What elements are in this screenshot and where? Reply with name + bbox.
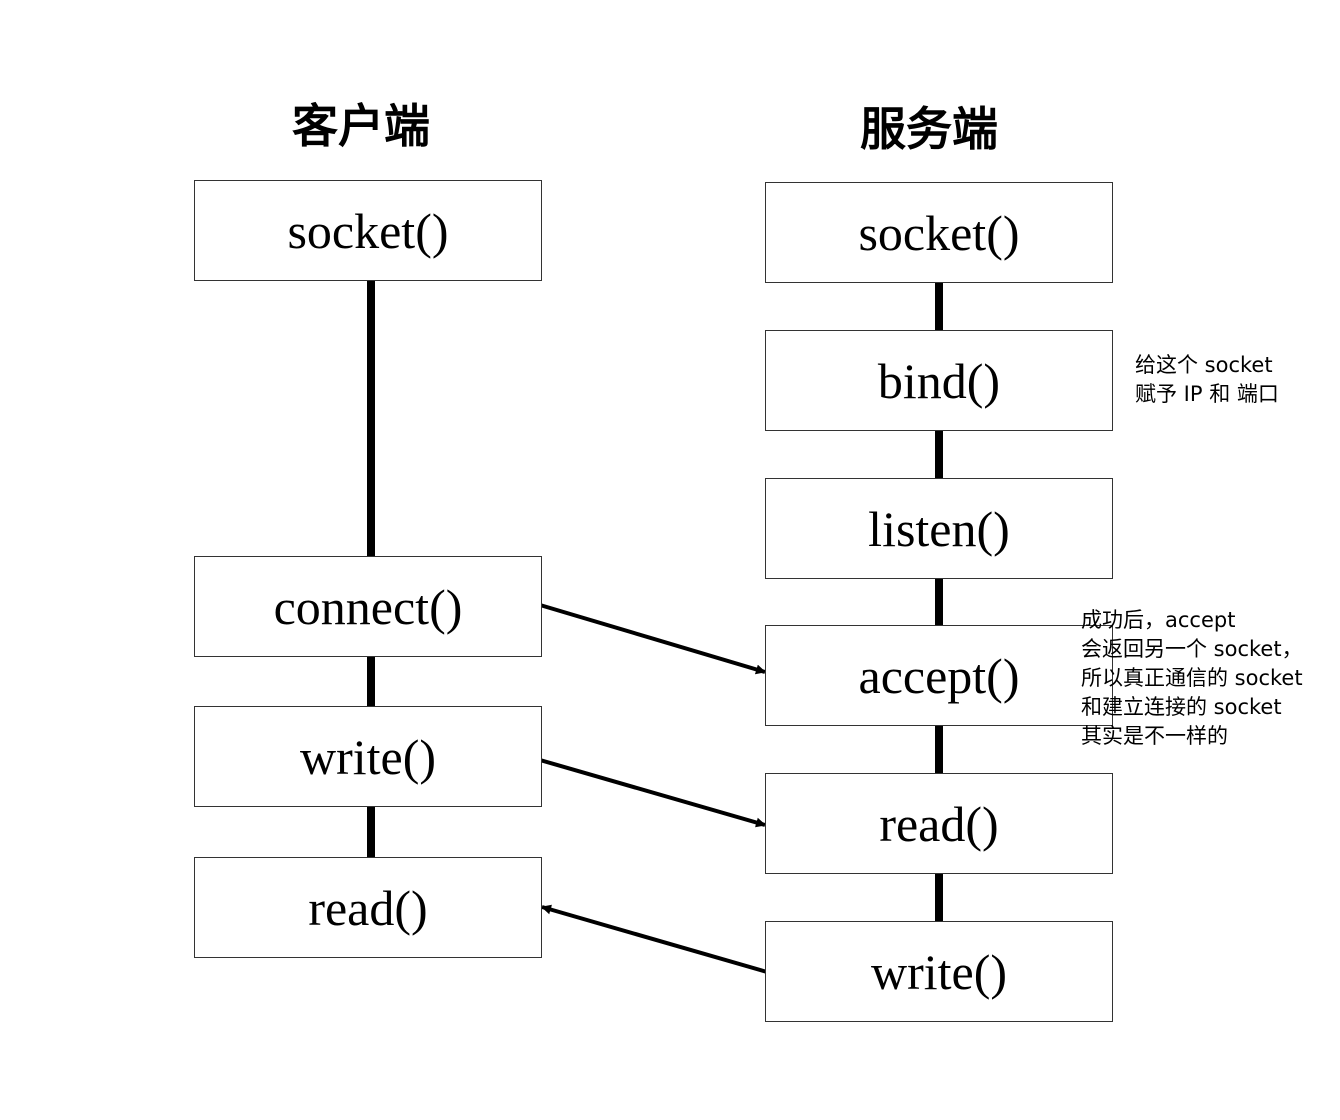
accept-annotation-line: 成功后，accept bbox=[1081, 608, 1236, 632]
client-socket-box: socket() bbox=[194, 180, 542, 281]
bind-annotation-line: 给这个 socket bbox=[1135, 353, 1273, 377]
accept-annotation: 成功后，accept 会返回另一个 socket， 所以真正通信的 socket… bbox=[1081, 606, 1303, 751]
client-connect-box: connect() bbox=[194, 556, 542, 657]
server-socket-box: socket() bbox=[765, 182, 1113, 283]
accept-annotation-line: 所以真正通信的 socket bbox=[1081, 666, 1303, 690]
bind-annotation-line: 赋予 IP 和 端口 bbox=[1135, 382, 1279, 406]
client-write-box: write() bbox=[194, 706, 542, 807]
server-accept-box: accept() bbox=[765, 625, 1113, 726]
arrow-write-to-read-client bbox=[541, 904, 768, 974]
client-read-box: read() bbox=[194, 857, 542, 958]
arrow-connect-to-accept bbox=[539, 603, 766, 675]
accept-annotation-line: 其实是不一样的 bbox=[1081, 724, 1228, 748]
client-heading: 客户端 bbox=[292, 99, 430, 153]
bind-annotation: 给这个 socket 赋予 IP 和 端口 bbox=[1135, 351, 1279, 409]
arrow-write-to-read bbox=[539, 758, 766, 828]
accept-annotation-line: 和建立连接的 socket bbox=[1081, 695, 1282, 719]
server-write-box: write() bbox=[765, 921, 1113, 1022]
server-read-box: read() bbox=[765, 773, 1113, 874]
server-heading: 服务端 bbox=[860, 102, 998, 156]
server-bind-box: bind() bbox=[765, 330, 1113, 431]
accept-annotation-line: 会返回另一个 socket， bbox=[1081, 637, 1303, 661]
server-listen-box: listen() bbox=[765, 478, 1113, 579]
